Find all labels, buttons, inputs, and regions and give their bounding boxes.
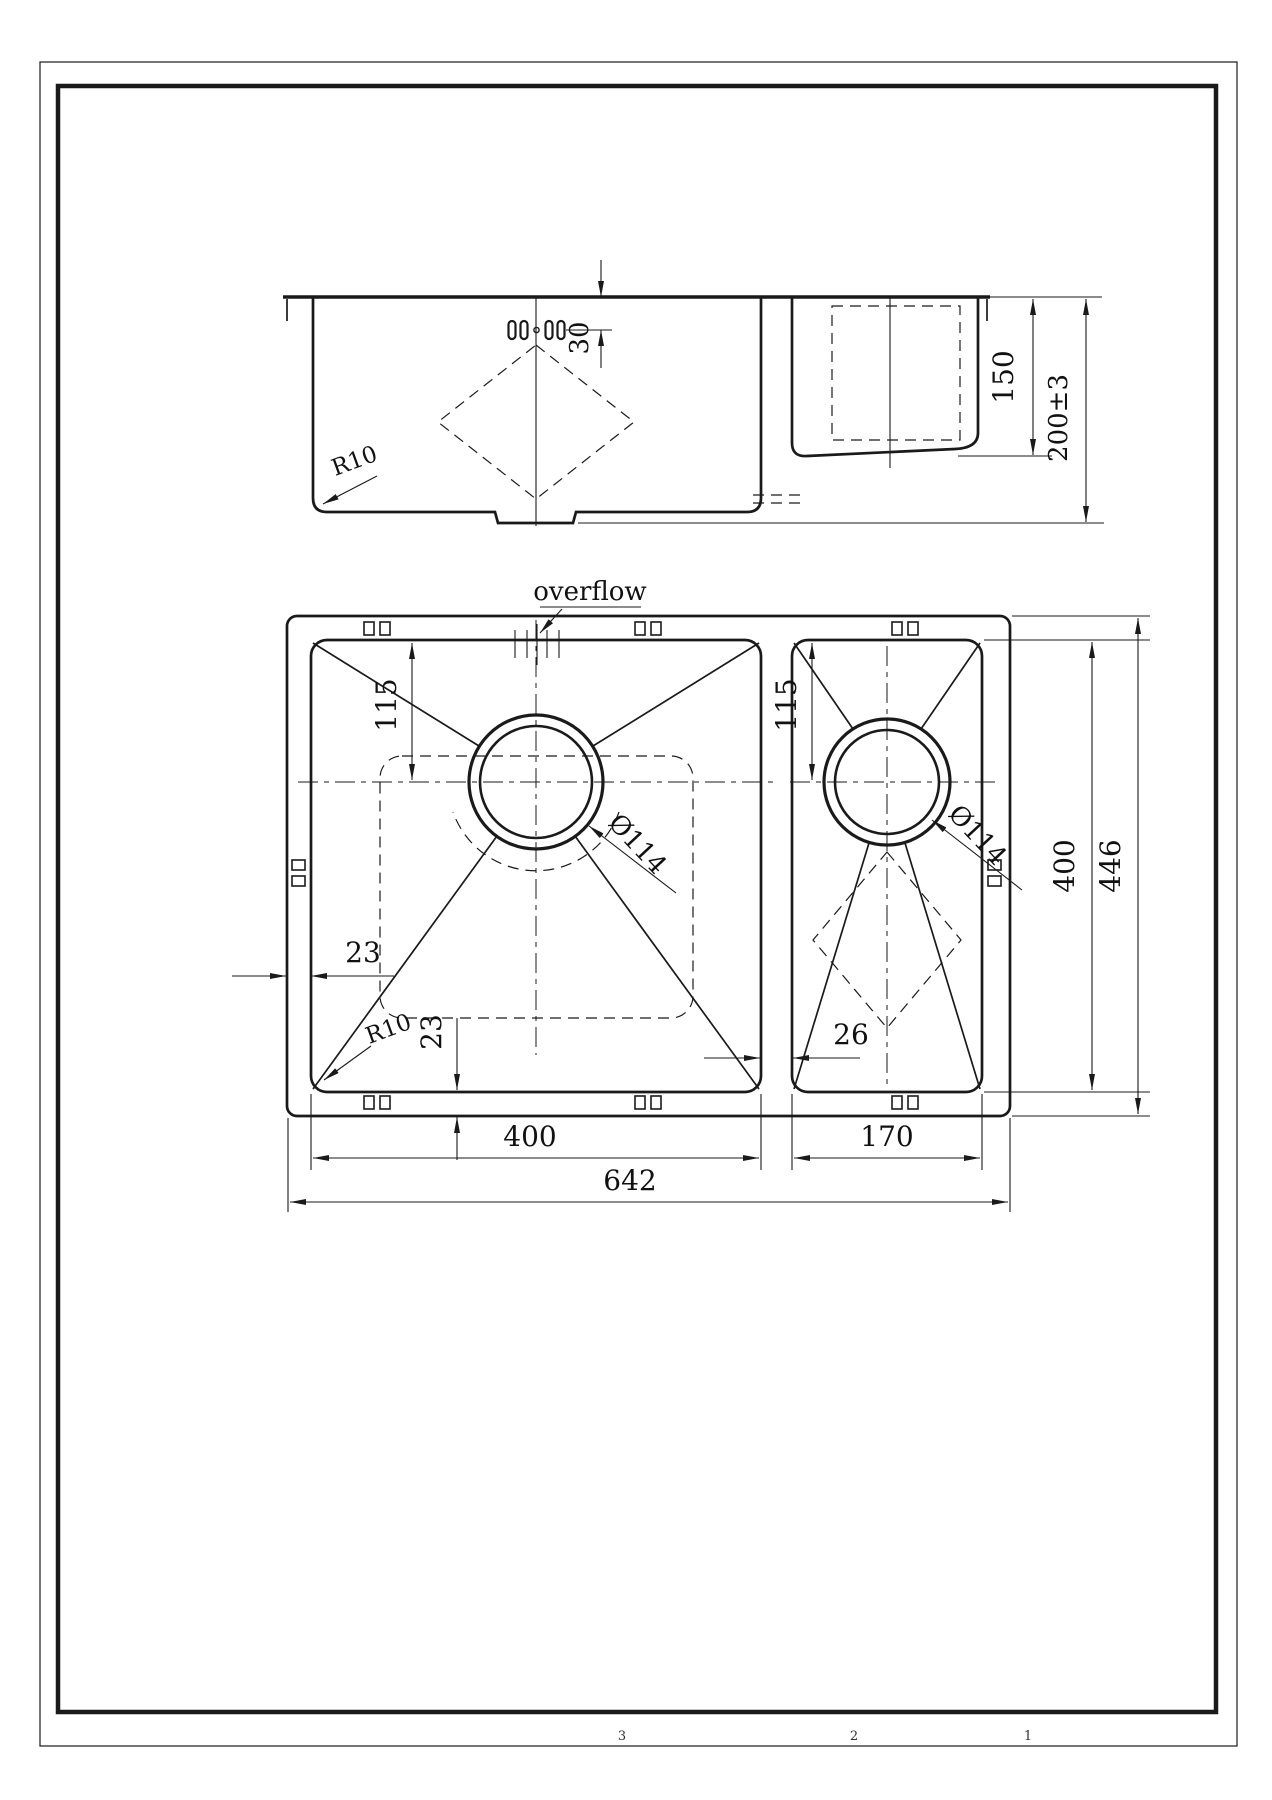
main-bowl-hidden-diamond: [437, 344, 635, 500]
frame-outer-border: [39, 61, 1238, 1747]
side-corner-radius-label: R10: [328, 441, 381, 481]
overflow-leader: [539, 608, 563, 634]
small-drain-dia-leader: [931, 819, 1023, 891]
dim-overall-depth-label: 200±3: [1044, 374, 1074, 462]
small-bowl-slope-lines: [793, 642, 981, 1090]
dim-main-drain-offset-label: 115: [370, 678, 403, 731]
main-drain-dia-leader: [588, 825, 677, 894]
mounting-clips: [291, 621, 1002, 1110]
main-drain-circle-inner: [478, 724, 594, 840]
overflow-label: overflow: [533, 577, 646, 607]
dim-bowl-length-label: 400: [1048, 839, 1081, 892]
plan-view: overflow 115 115 Ø114 Ø114 23 R10: [232, 577, 1150, 1212]
main-bowl-section-outline: [311, 297, 763, 525]
plan-corner-radius-leader: [323, 1045, 372, 1081]
zone-marker-1: 1: [1024, 1729, 1032, 1744]
dim-overall-length-label: 446: [1094, 839, 1127, 892]
sink-outer-outline: [285, 614, 1012, 1118]
small-drain-circle-inner: [833, 728, 941, 836]
main-bowl-slope-lines: [312, 642, 760, 1090]
overflow-holes: [507, 319, 566, 341]
main-drain-circle-outer: [467, 713, 605, 851]
small-bowl-hidden-basket: [831, 305, 961, 441]
zone-marker-2: 2: [850, 1729, 858, 1744]
overflow-slots: [514, 624, 560, 665]
small-drain-circle-outer: [822, 717, 952, 847]
small-bowl-outline: [790, 638, 984, 1094]
dim-left-edge-gap-label: 23: [345, 936, 381, 969]
dim-bottom-edge-gap-label: 23: [415, 1014, 448, 1050]
small-bowl-hidden-diamond: [812, 851, 962, 1029]
dim-overall-width-label: 642: [603, 1164, 656, 1197]
main-drain-hidden-arc: [452, 811, 620, 872]
side-corner-radius-leader: [322, 475, 378, 505]
plan-corner-radius-label: R10: [362, 1009, 415, 1049]
small-bowl-section-outline: [790, 297, 980, 458]
dim-hole-offset-label: 30: [565, 321, 595, 354]
zone-marker-3: 3: [618, 1729, 626, 1744]
dim-main-bowl-width-label: 400: [503, 1120, 556, 1153]
dim-small-bowl-depth-label: 150: [987, 350, 1020, 403]
dim-small-drain-offset-label: 115: [770, 678, 803, 731]
frame-inner-border: [55, 83, 1219, 1715]
side-view: 30 150 200±3 R10: [283, 260, 1104, 526]
drawing-frame: 3 2 1: [39, 61, 1238, 1747]
dim-divider-gap-label: 26: [833, 1018, 869, 1051]
main-bowl-bottom-hidden: [379, 755, 694, 1019]
dim-small-bowl-width-label: 170: [860, 1120, 913, 1153]
